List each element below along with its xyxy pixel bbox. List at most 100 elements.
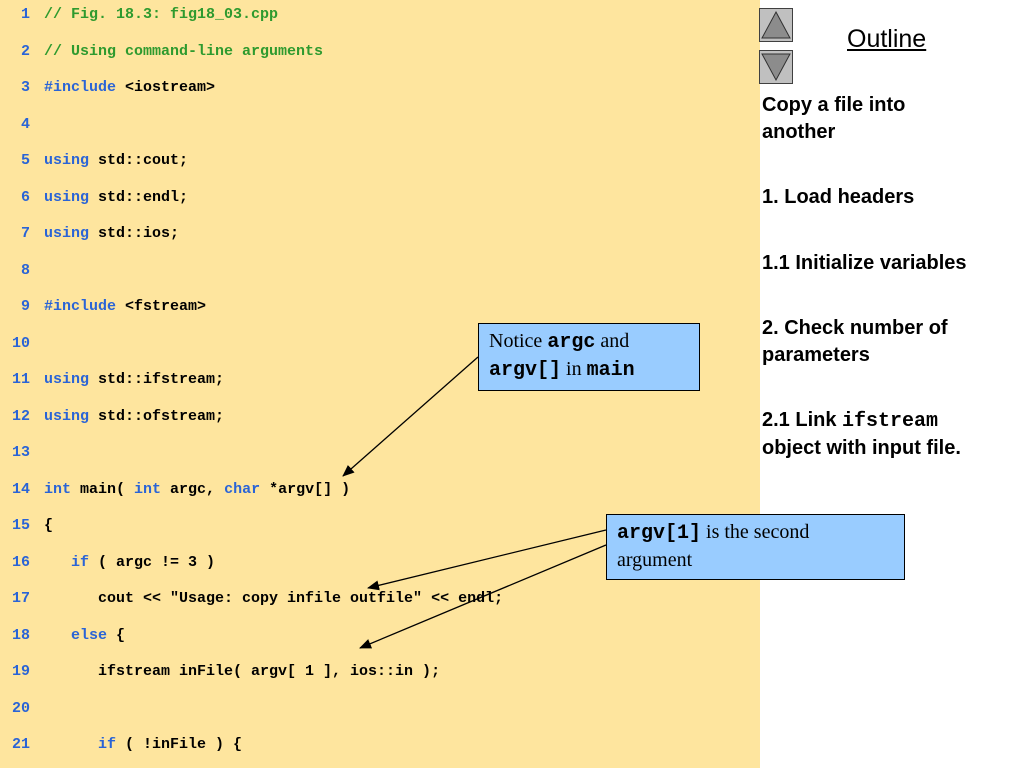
- code-keyword: int: [134, 480, 162, 498]
- line-number: 3: [20, 79, 30, 96]
- code-text: using std::ifstream;: [44, 368, 224, 392]
- code-text: {: [44, 514, 53, 538]
- code-keyword: using: [44, 188, 90, 206]
- line-number: 6: [20, 188, 30, 206]
- previous-slide-button[interactable]: [759, 8, 793, 42]
- code-line: 17 cout << "Usage: copy infile outfile" …: [0, 587, 760, 611]
- line-number: 4: [20, 115, 30, 133]
- code-line: 1 // Fig. 18.3: fig18_03.cpp: [0, 3, 760, 27]
- code-token: <fstream>: [116, 298, 207, 315]
- outline-item-link-ifstream: 2.1 Link ifstream object with input file…: [762, 407, 1020, 462]
- code-keyword: int: [44, 480, 72, 498]
- code-term: main: [586, 359, 635, 382]
- code-line: 16 if ( argc != 3 ): [0, 551, 760, 575]
- code-line: 3#include <iostream>: [0, 76, 760, 100]
- code-token: [44, 554, 71, 571]
- outline-title[interactable]: Outline: [847, 25, 927, 53]
- code-token: main(: [71, 480, 135, 498]
- callout-text: Notice argc and: [489, 328, 689, 356]
- code-keyword: if: [98, 736, 117, 753]
- line-number: 8: [20, 261, 30, 279]
- code-line: 18 else {: [0, 624, 760, 648]
- line-number: 7: [20, 225, 30, 242]
- code-line: 5 using std::cout;: [0, 149, 760, 173]
- code-text: // Using command-line arguments: [44, 40, 323, 64]
- outline-item-text: 2. Check number of: [762, 317, 948, 339]
- code-text: ifstream inFile( argv[ 1 ], ios::in );: [44, 660, 440, 684]
- callout-argv1: argv[1] is the second argument: [606, 514, 905, 580]
- outline-item-text: 2.1 Link: [762, 409, 843, 431]
- code-keyword: else: [71, 626, 108, 644]
- outline-item-text: Copy a file into: [762, 94, 906, 116]
- outline-item-text: another: [762, 121, 836, 143]
- code-text: // Fig. 18.3: fig18_03.cpp: [44, 3, 278, 27]
- line-number: 9: [20, 298, 30, 315]
- code-text: if ( !inFile ) {: [44, 733, 242, 757]
- code-line: 8: [0, 259, 760, 283]
- code-keyword: #include: [44, 79, 117, 96]
- line-number: 10: [11, 334, 30, 352]
- code-line: 6 using std::endl;: [0, 186, 760, 210]
- line-number: 15: [11, 517, 30, 534]
- triangle-up-icon: [761, 10, 791, 39]
- code-token: std::ofstream;: [89, 407, 225, 425]
- code-token: *argv[] ): [260, 480, 351, 498]
- line-number: 17: [11, 590, 30, 607]
- line-number: 11: [11, 371, 30, 388]
- code-text: int main( int argc, char *argv[] ): [44, 478, 350, 502]
- callout-text: argv[] in main: [489, 356, 689, 384]
- triangle-down-icon: [761, 53, 791, 82]
- code-line: 7 using std::ios;: [0, 222, 760, 246]
- code-keyword: if: [71, 553, 90, 571]
- code-token: ifstream inFile( argv[ 1 ], ios::in );: [44, 663, 441, 680]
- next-slide-button[interactable]: [759, 50, 793, 84]
- code-token: [44, 627, 71, 644]
- code-comment: // Using command-line arguments: [44, 42, 324, 60]
- code-keyword: using: [44, 225, 90, 242]
- code-text: else {: [44, 624, 125, 648]
- outline-item-copy-file: Copy a file into another: [762, 92, 1020, 146]
- line-number: 12: [11, 407, 30, 425]
- code-comment: // Fig. 18.3: fig18_03.cpp: [44, 6, 279, 23]
- code-keyword: using: [44, 407, 90, 425]
- line-number: 18: [11, 626, 30, 644]
- code-text: using std::ios;: [44, 222, 179, 246]
- outline-item-text: 2.1 Link ifstream: [762, 407, 1020, 435]
- code-token: ( argc != 3 ): [89, 553, 216, 571]
- code-line: 21 if ( !inFile ) {: [0, 733, 760, 757]
- code-keyword: using: [44, 371, 90, 388]
- callout-text: argv[1] is the second: [617, 519, 894, 547]
- code-term: argc: [547, 331, 596, 354]
- code-line: 19 ifstream inFile( argv[ 1 ], ios::in )…: [0, 660, 760, 684]
- code-token: cout << "Usage: copy infile outfile" << …: [44, 590, 504, 607]
- callout-argc-argv: Notice argc and argv[] in main: [478, 323, 700, 391]
- code-line: 20: [0, 697, 760, 721]
- code-token: {: [107, 626, 126, 644]
- line-number: 2: [20, 42, 30, 60]
- code-token: ( !inFile ) {: [116, 736, 243, 753]
- outline-item-text: parameters: [762, 344, 870, 366]
- code-token: {: [44, 517, 54, 534]
- outline-item-text: object with input file.: [762, 437, 961, 459]
- outline-item-initialize-variables: 1.1 Initialize variables: [762, 252, 967, 274]
- code-text: using std::endl;: [44, 186, 188, 210]
- code-text: cout << "Usage: copy infile outfile" << …: [44, 587, 503, 611]
- callout-text: is the second: [701, 521, 810, 543]
- code-token: [44, 736, 98, 753]
- code-line: 15 {: [0, 514, 760, 538]
- code-line: 14 int main( int argc, char *argv[] ): [0, 478, 760, 502]
- code-line: 13: [0, 441, 760, 465]
- code-term: argv[]: [489, 359, 562, 382]
- code-text: using std::cout;: [44, 149, 188, 173]
- callout-text: argument: [617, 549, 693, 571]
- line-number: 14: [11, 480, 30, 498]
- code-line: 9#include <fstream>: [0, 295, 760, 319]
- callout-text: and: [595, 330, 630, 352]
- line-number: 1: [20, 6, 30, 23]
- outline-item-load-headers: 1. Load headers: [762, 186, 915, 208]
- line-number: 5: [20, 152, 30, 169]
- code-keyword: char: [224, 480, 261, 498]
- line-number: 19: [11, 663, 30, 680]
- code-token: std::endl;: [89, 188, 189, 206]
- code-token: std::ios;: [89, 225, 180, 242]
